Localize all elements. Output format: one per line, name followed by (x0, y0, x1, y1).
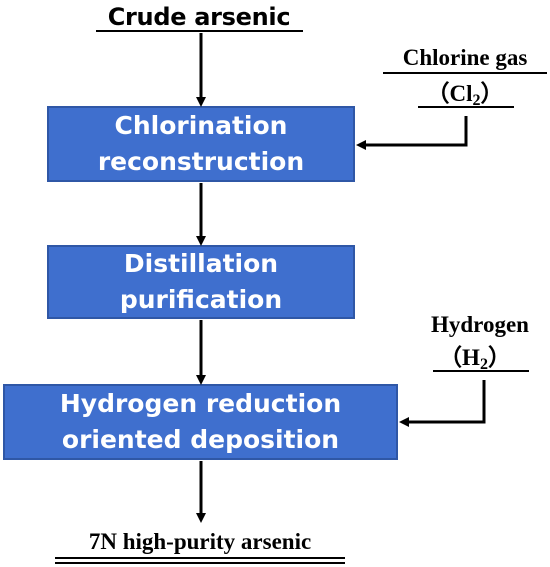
step-1-line-2: reconstruction (97, 147, 305, 176)
arrow-hydrogen-to-step3 (399, 380, 486, 427)
arrow-chlorine-to-step1 (356, 116, 468, 150)
step-2-line-1: Distillation (123, 249, 279, 278)
output-underline-bottom (55, 562, 345, 564)
step-3-line-1: Hydrogen reduction (59, 389, 342, 418)
reagent-hydrogen-name: Hydrogen (431, 312, 529, 337)
reagent-hydrogen-formula: （H2） (439, 345, 511, 373)
reagent-hydrogen-formula-underline (433, 370, 529, 372)
step-1-line-1: Chlorination (114, 111, 288, 140)
output-underline-top (55, 557, 345, 559)
reagent-chlorine-underline (383, 72, 547, 74)
output-label: 7N high-purity arsenic (88, 529, 312, 554)
step-3-line-2: oriented deposition (61, 425, 340, 454)
reagent-chlorine-formula: （Cl2） (426, 81, 504, 109)
step-box-distillation: Distillation purification (47, 245, 355, 319)
input-label: Crude arsenic (107, 3, 291, 31)
input-underline (96, 30, 303, 32)
reagent-chlorine-formula-underline (418, 106, 514, 108)
step-box-hydrogen-reduction: Hydrogen reduction oriented deposition (3, 384, 398, 460)
step-2-line-2: purification (119, 285, 283, 314)
reagent-chlorine-name: Chlorine gas (402, 45, 528, 70)
step-box-chlorination: Chlorination reconstruction (47, 106, 355, 182)
